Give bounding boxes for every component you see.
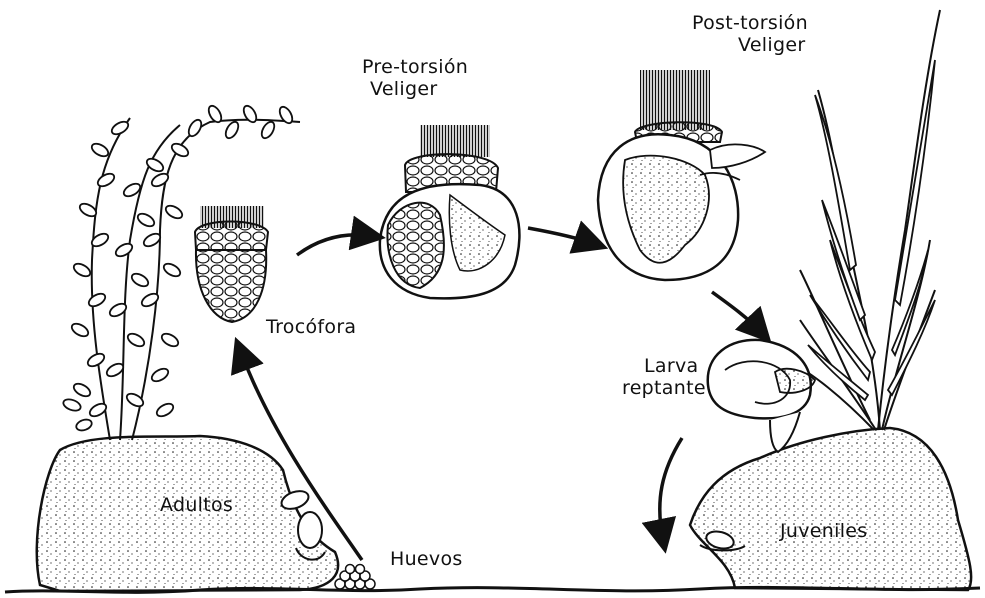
left-seaweed — [92, 118, 300, 440]
arrow-larva-to-juveniles — [660, 438, 682, 540]
label-larva-line1: Larva — [622, 355, 706, 377]
label-pre-torsion-line1: Pre-torsión — [362, 56, 468, 78]
label-larva-line2: reptante — [622, 377, 706, 399]
right-seaweed-blades — [808, 60, 935, 400]
arrow-posttorsion-to-larva — [712, 292, 762, 333]
label-adultos: Adultos — [160, 494, 233, 516]
label-larva-reptante: Larva reptante — [622, 355, 706, 399]
label-pre-torsion-line2: Veliger — [362, 78, 468, 100]
arrow-trochophore-to-pretorsion — [297, 235, 372, 255]
post-torsion-veliger — [598, 70, 765, 280]
label-juveniles: Juveniles — [780, 520, 867, 542]
label-post-torsion-line1: Post-torsión — [692, 12, 808, 34]
label-post-torsion: Post-torsión Veliger — [692, 12, 808, 56]
trochophore-larva — [195, 206, 268, 322]
label-trocofora: Trocófora — [266, 316, 356, 338]
arrow-pretorsion-to-posttorsion — [528, 228, 595, 244]
label-pre-torsion: Pre-torsión Veliger — [362, 56, 468, 100]
right-rock — [690, 428, 971, 590]
pre-torsion-veliger — [380, 125, 520, 298]
crawling-larva — [708, 340, 815, 452]
label-huevos: Huevos — [390, 548, 463, 570]
label-post-torsion-line2: Veliger — [692, 34, 808, 56]
egg-mass — [335, 565, 375, 590]
